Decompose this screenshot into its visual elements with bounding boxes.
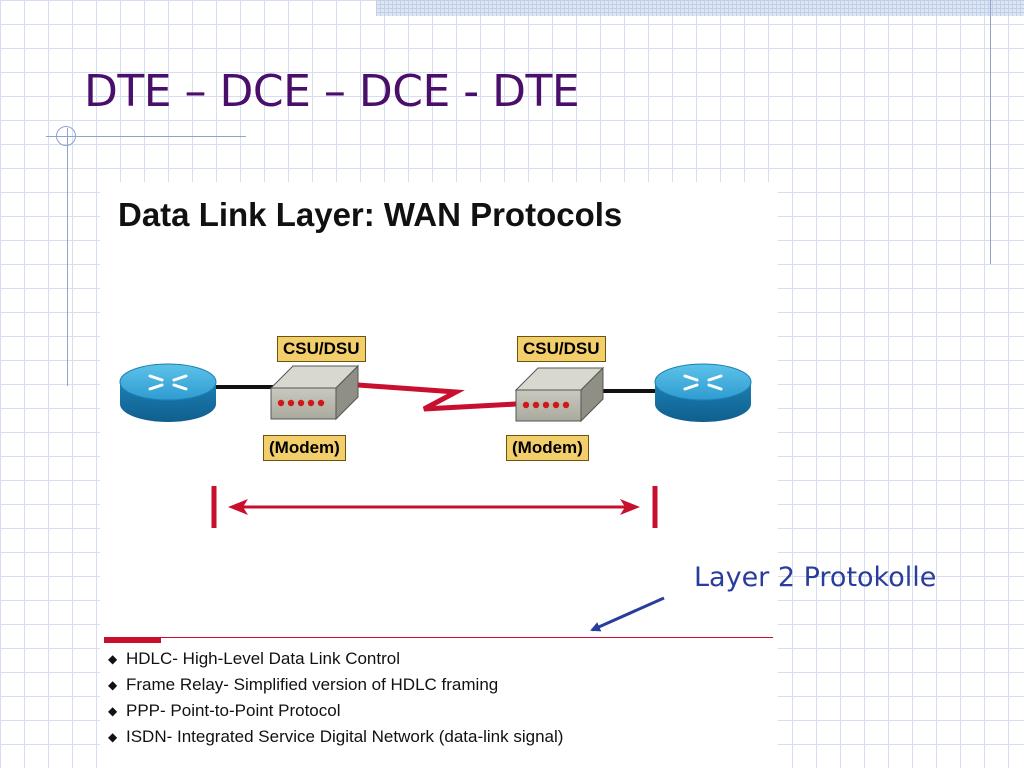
protocol-text: HDLC- High-Level Data Link Control xyxy=(126,649,401,668)
right-csu-dsu-label: CSU/DSU xyxy=(517,336,606,362)
title-underline xyxy=(46,136,246,137)
router-icon xyxy=(119,363,217,422)
wan-serial-link xyxy=(357,382,517,412)
diamond-bullet-icon: ◆ xyxy=(108,730,118,744)
protocol-text: PPP- Point-to-Point Protocol xyxy=(126,701,341,720)
list-item: ◆ Frame Relay- Simplified version of HDLC… xyxy=(108,673,563,699)
protocol-list: ◆ HDLC- High-Level Data Link Control ◆ Fra… xyxy=(108,647,563,751)
right-modem-label: (Modem) xyxy=(506,435,589,461)
layer2-annotation: Layer 2 Protokolle xyxy=(694,562,937,593)
list-item: ◆ HDLC- High-Level Data Link Control xyxy=(108,647,563,673)
left-modem-label: (Modem) xyxy=(263,435,346,461)
diamond-bullet-icon: ◆ xyxy=(108,652,118,666)
left-csu-dsu-label: CSU/DSU xyxy=(277,336,366,362)
router-icon xyxy=(654,363,752,422)
decorative-right-rule xyxy=(990,0,991,264)
title-circle-ornament xyxy=(56,126,76,146)
csu-dsu-modem-icon xyxy=(269,364,360,421)
protocol-text: Frame Relay- Simplified version of HDLC … xyxy=(126,675,499,694)
arrow-icon xyxy=(590,596,665,632)
list-item: ◆ ISDN- Integrated Service Digital Networ… xyxy=(108,725,563,751)
decorative-left-rule xyxy=(67,128,68,386)
diamond-bullet-icon: ◆ xyxy=(108,678,118,692)
protocol-text: ISDN- Integrated Service Digital Network… xyxy=(126,727,564,746)
list-item: ◆ PPP- Point-to-Point Protocol xyxy=(108,699,563,725)
decorative-top-band xyxy=(376,0,1024,16)
figure-panel xyxy=(100,182,778,768)
figure-heading: Data Link Layer: WAN Protocols xyxy=(118,196,623,233)
csu-dsu-modem-icon xyxy=(514,366,605,423)
list-separator-accent xyxy=(104,637,161,643)
slide-title: DTE – DCE – DCE - DTE xyxy=(84,66,580,117)
double-headed-arrow-icon xyxy=(211,486,658,528)
diamond-bullet-icon: ◆ xyxy=(108,704,118,718)
